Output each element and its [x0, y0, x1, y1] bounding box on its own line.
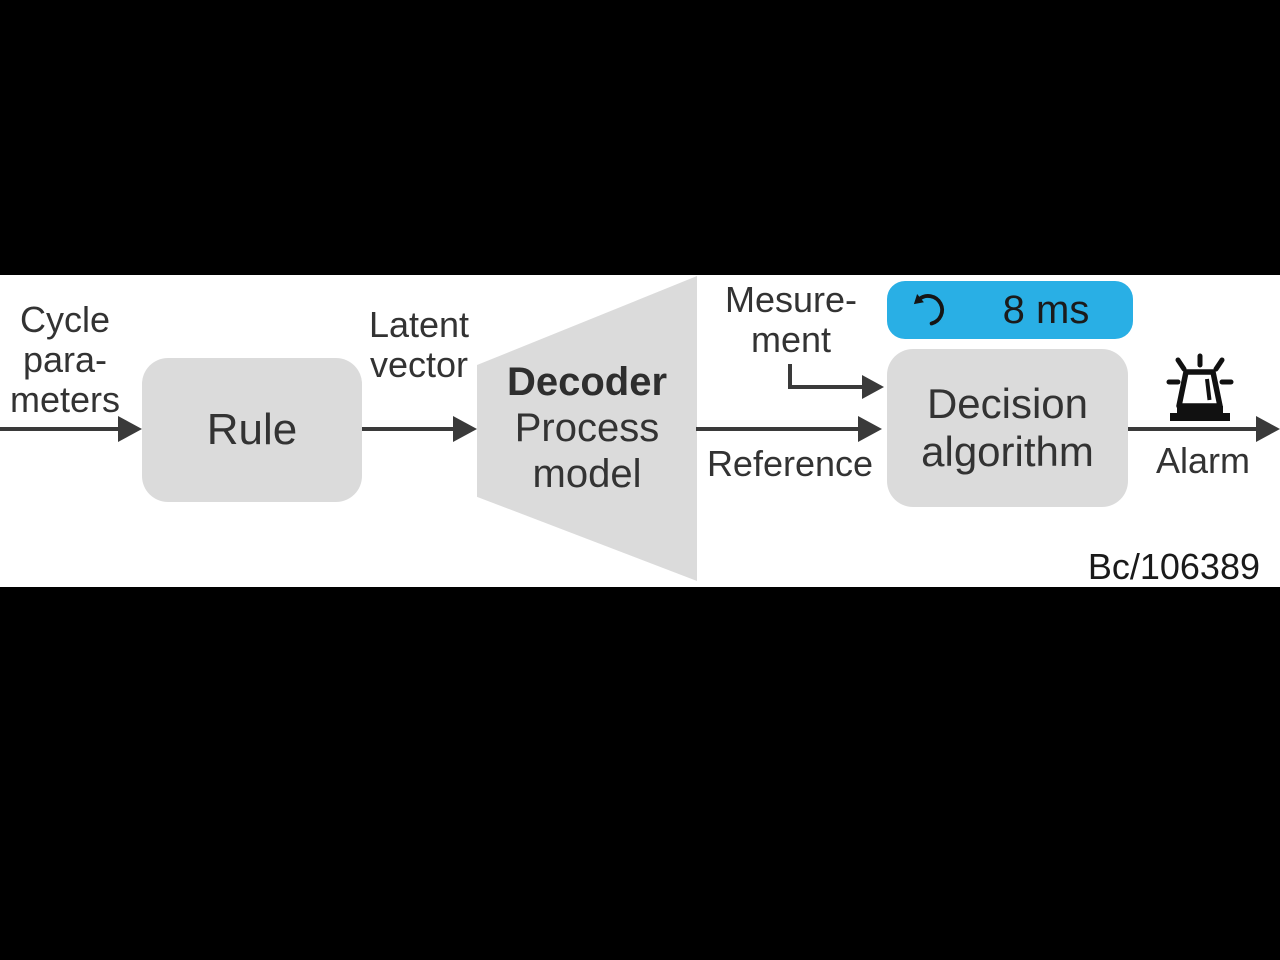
- reference-arrow-line: [696, 427, 860, 431]
- cycle-time-badge: 8 ms: [887, 281, 1133, 339]
- alarm-output-arrowhead-icon: [1256, 416, 1280, 442]
- latent-vector-label: Latent vector: [352, 305, 486, 385]
- cycle-parameters-label: Cycle para- meters: [4, 300, 126, 420]
- cycle-time-value: 8 ms: [1002, 287, 1090, 332]
- rotate-ccw-icon: [913, 294, 944, 326]
- decision-algorithm-node: Decision algorithm: [887, 349, 1128, 507]
- measurement-line1: Mesure-: [724, 279, 858, 320]
- rule-node: Rule: [142, 358, 362, 502]
- rule-node-label: Rule: [206, 405, 298, 454]
- input-arrowhead-icon: [118, 416, 142, 442]
- decoder-node-text: Decoder Process model: [480, 277, 694, 579]
- decision-line1: Decision: [926, 380, 1089, 427]
- decoder-line3: model: [532, 452, 642, 496]
- diagram-canvas: Cycle para- meters Rule Latent vector De…: [0, 275, 1280, 587]
- measurement-arrowhead-icon: [862, 375, 884, 399]
- figure-id: Bc/106389: [1087, 546, 1260, 587]
- latent-vector-line1: Latent: [368, 304, 470, 345]
- measurement-line2: ment: [750, 319, 832, 360]
- measurement-arrow-vertical-line: [788, 364, 792, 389]
- decoder-title: Decoder: [506, 360, 668, 404]
- measurement-arrow-horizontal-line: [788, 385, 864, 389]
- latent-vector-line2: vector: [369, 344, 469, 385]
- alarm-output-arrow-line: [1128, 427, 1256, 431]
- measurement-label: Mesure- ment: [714, 280, 868, 360]
- rule-to-decoder-arrowhead-icon: [453, 416, 477, 442]
- cycle-parameters-line1: Cycle: [19, 299, 111, 340]
- decision-line2: algorithm: [921, 428, 1094, 475]
- reference-label: Reference: [706, 443, 874, 484]
- decoder-line2: Process: [514, 406, 660, 450]
- alarm-label: Alarm: [1155, 440, 1250, 481]
- rule-to-decoder-arrow-line: [362, 427, 455, 431]
- cycle-parameters-line3: meters: [9, 379, 121, 420]
- reference-arrowhead-icon: [858, 416, 882, 442]
- siren-alarm-icon: [1166, 353, 1234, 421]
- input-arrow-line: [0, 427, 122, 431]
- cycle-parameters-line2: para-: [22, 339, 108, 380]
